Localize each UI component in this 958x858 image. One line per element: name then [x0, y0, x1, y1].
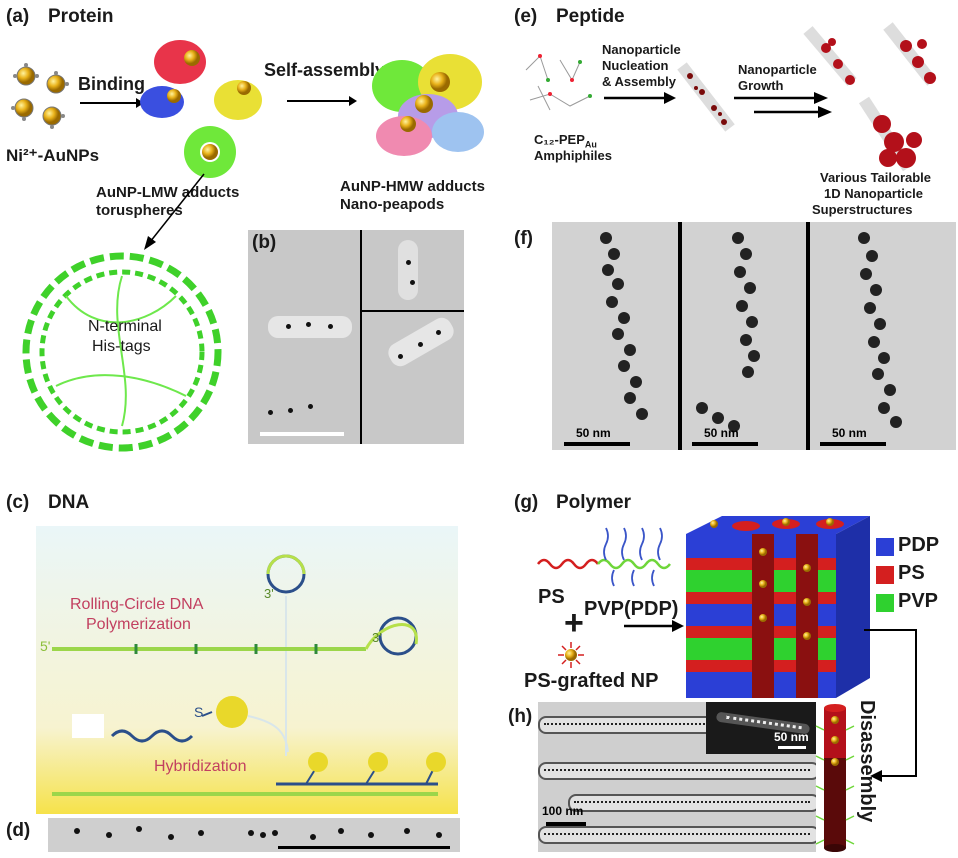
ni-aunp-cluster [11, 63, 69, 129]
legend-label-pvp: PVP [898, 590, 939, 612]
panel-b-image [248, 230, 464, 444]
panel-e-label: (e) [514, 6, 538, 27]
binding-arrow [80, 98, 144, 108]
dna-scheme-drawing [52, 554, 446, 796]
dna-scheme: Rolling-Circle DNA Polymerization Hybrid… [36, 526, 458, 814]
panel-f-scale-2: 50 nm [704, 426, 739, 440]
hmw-label-2: Nano-peapods [340, 196, 445, 213]
hybridization-label: Hybridization [154, 758, 247, 775]
ps-grafted-np-label: PS-grafted NP [524, 670, 659, 692]
protein-ribbon-ring [22, 252, 222, 452]
panel-a-title: Protein [48, 6, 114, 27]
panel-f-scalebar-2 [692, 442, 758, 446]
superstructure-label-2: 1D Nanoparticle [824, 186, 923, 201]
panel-f-image: 50 nm 50 nm 50 nm [552, 222, 956, 450]
hmw-label-1: AuNP-HMW adducts [340, 178, 485, 195]
disassembled-cylinder [815, 704, 855, 852]
nucleation-label-2: Nucleation [602, 58, 669, 73]
nanoparticle-chains [600, 232, 902, 432]
plus-sign: + [564, 604, 584, 642]
legend-label-ps: PS [898, 562, 925, 584]
panel-a-label: (a) [6, 6, 30, 27]
five-prime-label: 5' [40, 638, 51, 654]
grafted-np-icon [558, 642, 584, 668]
panel-d-scalebar [278, 846, 450, 849]
superstructure-label-3: Superstructures [812, 202, 913, 217]
growth-label-1: Nanoparticle [738, 62, 817, 77]
thiol-label: S [194, 704, 204, 720]
disassembly-arrow [864, 629, 917, 782]
panel-c-label: (c) [6, 492, 30, 513]
three-prime-label-b: 3' [372, 630, 382, 645]
panel-g-label: (g) [514, 492, 539, 513]
lmw-label-1: AuNP-LMW adducts [96, 184, 240, 201]
legend-swatch-pvp [876, 594, 894, 612]
pointer-arrow [144, 173, 205, 250]
superstructure-label-1: Various Tailorable [820, 170, 932, 185]
panel-h-image: 100 nm 50 nm [538, 702, 816, 852]
rolling-circle-label-2: Polymerization [86, 616, 191, 633]
panel-b-scalebar [260, 432, 344, 436]
lamellar-cube [686, 516, 870, 698]
disassembly-label: Disassembly [856, 700, 878, 823]
self-assembly-arrow [287, 96, 357, 106]
pvp-pdp-label: PVP(PDP) [584, 598, 679, 620]
amphiphiles-cluster [525, 54, 592, 111]
amphiphile-label: C₁₂-PEPAu [534, 132, 597, 150]
legend-swatch-pdp [876, 538, 894, 556]
ni-aunps-label: Ni²⁺-AuNPs [6, 146, 100, 165]
panel-f-scalebar-3 [820, 442, 886, 446]
amphiphile-label-2: Amphiphiles [534, 148, 613, 163]
panel-h-scale-main: 100 nm [542, 804, 584, 818]
panel-d-label: (d) [6, 820, 31, 841]
ps-label: PS [538, 586, 565, 608]
panel-f-scale-3: 50 nm [832, 426, 867, 440]
panel-h-label: (h) [508, 706, 533, 727]
legend-label-pdp: PDP [898, 534, 940, 556]
nterm-label-2: His-tags [92, 338, 151, 355]
legend-swatch-ps [876, 566, 894, 584]
nucleation-label-3: & Assembly [602, 74, 676, 89]
panel-d-image [48, 818, 460, 852]
nucleation-label-1: Nanoparticle [602, 42, 681, 57]
block-copolymer [537, 527, 671, 587]
panel-h-inset: 50 nm [706, 702, 816, 754]
panel-c-title: DNA [48, 492, 90, 513]
panel-f-scalebar-1 [564, 442, 630, 446]
hmw-peapod [372, 54, 484, 156]
rolling-circle-label-1: Rolling-Circle DNA [70, 596, 204, 613]
peapod-chain [398, 240, 418, 300]
nucleation-arrow [604, 92, 676, 104]
growth-arrows [734, 92, 832, 118]
panel-f-label: (f) [514, 228, 533, 249]
lmw-torusphere [184, 126, 236, 178]
protein-complexes [140, 40, 262, 120]
lmw-label-2: toruspheres [96, 202, 183, 219]
superstructures [803, 22, 937, 172]
panel-h-inset-scalebar [778, 746, 806, 749]
self-assembly-label: Self-assembly [264, 60, 386, 80]
panel-f-scale-1: 50 nm [576, 426, 611, 440]
nucleated-fiber [677, 62, 735, 132]
panel-g-title: Polymer [556, 492, 631, 513]
panel-e-title: Peptide [556, 6, 625, 27]
assembly-arrow [624, 620, 684, 632]
growth-label-2: Growth [738, 78, 784, 93]
peapod-chain [268, 316, 352, 338]
panel-b-label: (b) [252, 232, 277, 253]
binding-label: Binding [78, 74, 145, 94]
panel-h-scalebar [546, 822, 586, 826]
amphiphile-subscript: Au [584, 139, 597, 150]
amphiphile-formula: C₁₂-PEP [534, 132, 585, 147]
panel-h-scale-inset: 50 nm [774, 730, 809, 744]
nterm-label-1: N-terminal [88, 318, 162, 335]
three-prime-label-a: 3' [264, 586, 274, 601]
